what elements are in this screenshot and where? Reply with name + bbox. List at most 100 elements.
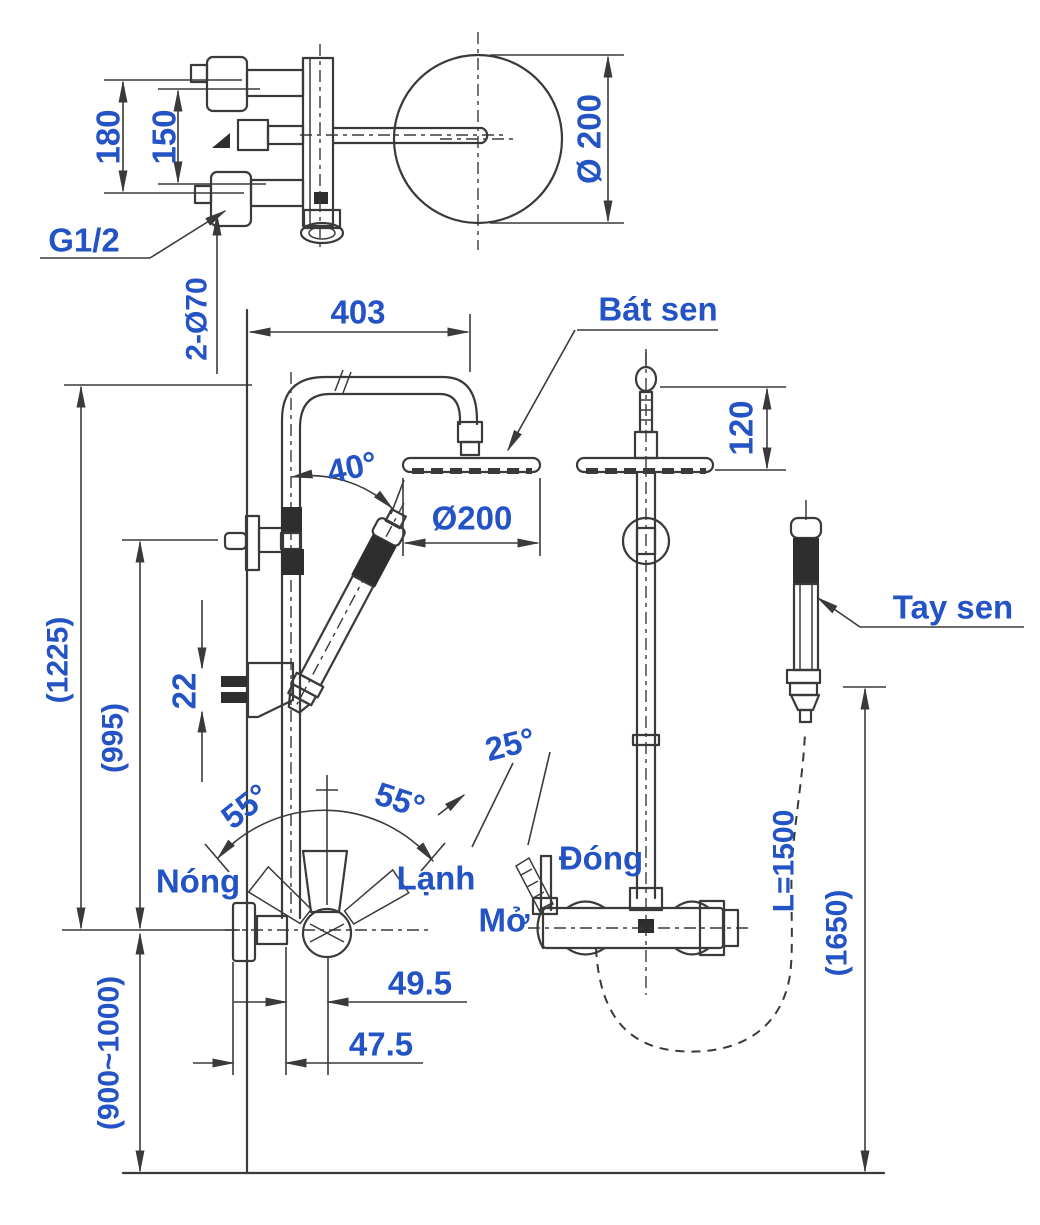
dim-text-bracket-height: 22 xyxy=(166,673,203,710)
lever-hatch xyxy=(526,880,539,888)
label-close: Đóng xyxy=(559,840,643,877)
dim-head-dia-top xyxy=(490,54,624,224)
leader-line xyxy=(149,210,227,259)
gooseneck-outer xyxy=(280,375,479,920)
dim-hand-shower-height xyxy=(843,686,886,1173)
swing-arc xyxy=(216,809,435,863)
lever-outline xyxy=(247,865,313,925)
lever-hatch xyxy=(532,891,545,899)
gooseneck-inner xyxy=(298,392,462,920)
dim-text-swing-left: 55° xyxy=(214,776,276,836)
label-cold: Lạnh xyxy=(397,860,476,897)
dim-text-total-height: (1225) xyxy=(42,617,75,704)
dim-text-reach: 403 xyxy=(330,294,385,331)
valve-boss xyxy=(673,946,711,956)
inlet-bolt-bottom xyxy=(193,184,213,205)
valve-center-plug xyxy=(638,919,654,933)
lever-handle-center xyxy=(301,849,349,914)
pipe-break-mark xyxy=(342,371,352,394)
valve-cap xyxy=(301,907,353,959)
riser-union xyxy=(631,733,661,747)
leader-shower-head xyxy=(507,329,718,452)
dim-holder-angle xyxy=(290,469,405,515)
dim-text-thread: G1/2 xyxy=(48,222,120,259)
lever-handle-cold-position xyxy=(343,868,410,926)
leader-hand-shower xyxy=(816,596,1024,628)
lever-hatch xyxy=(538,903,551,911)
dim-text-180: 180 xyxy=(90,109,127,164)
section-mark xyxy=(212,133,230,148)
hand-shower-ring xyxy=(788,681,819,697)
label-shower-head: Bát sen xyxy=(598,291,717,328)
dim-offsets xyxy=(193,947,467,1075)
dim-text-offset-a: 49.5 xyxy=(388,965,452,1002)
swing-tick-right xyxy=(420,842,446,872)
hand-shower-body xyxy=(299,574,375,687)
shower-hose xyxy=(595,732,806,1053)
lever-hatch xyxy=(520,868,533,876)
hand-shower-body xyxy=(792,582,820,672)
dim-text-hand-shower-height: (1650) xyxy=(821,890,854,977)
hand-shower-axis xyxy=(296,502,405,705)
dim-text-head-drop: 120 xyxy=(723,400,760,455)
mixer-top-view xyxy=(189,44,508,252)
lever-outline xyxy=(343,868,410,926)
dim-inlet-spacing xyxy=(104,79,266,194)
head-connector-nut xyxy=(456,420,484,444)
center-outlet xyxy=(236,118,270,152)
leader-thread xyxy=(40,210,227,259)
inlet-pipe-top xyxy=(245,68,305,98)
lever-open-outline xyxy=(515,856,554,914)
holder-clamp-top xyxy=(281,507,302,533)
lower-bracket xyxy=(221,661,295,719)
riser-bracket-nut xyxy=(635,526,657,556)
outlet-seal xyxy=(314,192,328,204)
dim-swing-angles xyxy=(204,775,446,905)
leader-line xyxy=(507,329,576,452)
escutcheon xyxy=(231,901,257,963)
lever-handle-hot-position xyxy=(247,865,313,925)
hand-shower-stub xyxy=(798,708,813,724)
holder-clamp-bottom xyxy=(281,549,304,575)
leader-line xyxy=(816,596,861,628)
valve-boss xyxy=(565,900,607,910)
dim-reach xyxy=(248,314,471,372)
head-top-view xyxy=(392,32,564,250)
head-connector-stem xyxy=(459,440,481,457)
dim-heights-left xyxy=(62,384,252,1173)
outlet-oval xyxy=(299,221,345,245)
dim-text-hose-length: L=1500 xyxy=(768,810,801,913)
outlet-oval-inner xyxy=(308,226,336,240)
dim-text-head-dia-top: Ø 200 xyxy=(571,94,608,184)
hand-shower-taper xyxy=(789,693,821,712)
valve-boss xyxy=(565,946,607,956)
hand-shower-side xyxy=(785,500,823,724)
dim-text-open-angle: 25° xyxy=(481,720,538,768)
eccentric-fitting-top xyxy=(205,55,249,113)
dim-text-holder-angle: 40° xyxy=(324,444,381,491)
hand-shower-band xyxy=(351,534,397,588)
bracket-pin-lower xyxy=(221,692,248,703)
column-holder-bracket xyxy=(223,507,304,575)
label-hot: Nóng xyxy=(156,863,240,900)
riser-valve-collar xyxy=(628,886,664,912)
pipe-break-mark xyxy=(334,369,344,392)
dim-text-swing-right: 55° xyxy=(371,775,430,826)
angle-ref-line xyxy=(527,751,551,846)
dim-text-offset-b: 47.5 xyxy=(349,1026,413,1063)
dim-text-install-height: (900~1000) xyxy=(93,976,126,1130)
drawing-annotations: 180 150 G1/2 2-Ø70 Ø 200 403 Bát sen 40°… xyxy=(42,94,1014,1130)
dim-text-head-dia-front: Ø200 xyxy=(432,500,513,537)
hand-shower-band xyxy=(793,538,819,584)
center-outlet-pipe xyxy=(266,124,305,146)
angle-arrow xyxy=(437,793,466,816)
lever-base-collar xyxy=(531,896,559,916)
front-view-valve xyxy=(225,849,432,963)
dim-text-150: 150 xyxy=(146,109,183,164)
hand-shower-cap xyxy=(789,516,823,540)
valve-cap-detail xyxy=(325,923,345,943)
valve-cap-detail xyxy=(309,923,329,943)
bracket-pin xyxy=(223,531,248,551)
